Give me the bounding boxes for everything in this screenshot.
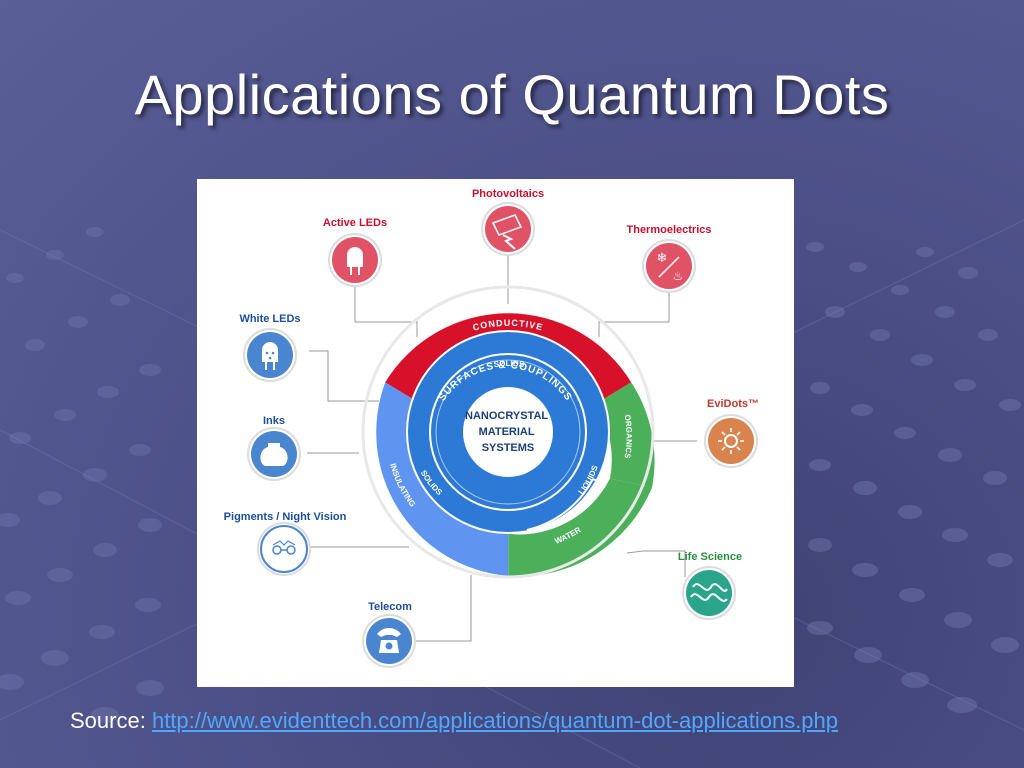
conductive-label: CONDUCTIVE xyxy=(472,318,544,333)
telephone-icon xyxy=(366,618,412,664)
source-prefix: Source: xyxy=(70,708,146,733)
solids-top-label: SOLIDS xyxy=(493,359,525,369)
inks-label: Inks xyxy=(263,415,285,427)
life-science-label: Life Science xyxy=(678,551,742,563)
app-life-science: Life Science xyxy=(678,551,742,620)
app-inks: Inks xyxy=(247,415,301,481)
organics-label: ORGANICS xyxy=(622,414,633,460)
led-bulb-icon xyxy=(332,237,378,283)
app-active-leds: Active LEDs xyxy=(323,217,387,287)
pigments-label: Pigments / Night Vision xyxy=(224,511,347,523)
white-led-icon xyxy=(247,332,293,378)
svg-text:SOLIDS: SOLIDS xyxy=(493,359,525,369)
svg-text:♨: ♨ xyxy=(673,269,684,283)
svg-text:CONDUCTIVE: CONDUCTIVE xyxy=(472,318,545,333)
sun-icon xyxy=(708,418,754,464)
goggles-icon xyxy=(260,525,308,573)
telecom-label: Telecom xyxy=(368,601,412,613)
source-citation: Source: http://www.evidenttech.com/appli… xyxy=(70,708,838,734)
app-evidots: EviDots™ xyxy=(704,398,759,468)
photovoltaics-label: Photovoltaics xyxy=(472,188,544,200)
thermoelectrics-label: Thermoelectrics xyxy=(627,224,712,236)
outer-ring-water xyxy=(508,478,653,577)
quantum-dots-diagram: NANOCRYSTAL MATERIAL SYSTEMS SURFACES & … xyxy=(197,179,794,687)
center-line-1: NANOCRYSTAL xyxy=(465,410,548,422)
snow-fire-icon: ❄ ♨ xyxy=(646,243,692,289)
solar-panel-icon xyxy=(485,206,531,252)
svg-text:❄: ❄ xyxy=(657,251,668,266)
center-line-2: MATERIAL xyxy=(479,426,535,438)
svg-text:ORGANICS: ORGANICS xyxy=(622,414,633,460)
evidots-label: EviDots™ xyxy=(707,398,759,410)
app-pigments-night-vision: Pigments / Night Vision xyxy=(224,511,347,576)
ink-bottle-icon xyxy=(251,431,297,477)
center-circle xyxy=(463,387,553,477)
white-leds-label: White LEDs xyxy=(239,313,300,325)
slide-title: Applications of Quantum Dots xyxy=(134,63,890,126)
dna-wave-icon xyxy=(686,570,732,616)
center-line-3: SYSTEMS xyxy=(482,442,535,454)
outer-ring-organics xyxy=(595,382,655,488)
source-link[interactable]: http://www.evidenttech.com/applications/… xyxy=(151,708,839,733)
app-thermoelectrics: Thermoelectrics ❄ ♨ xyxy=(627,224,712,293)
app-telecom: Telecom xyxy=(362,601,416,668)
active-leds-label: Active LEDs xyxy=(323,217,387,229)
outer-ring-conductive xyxy=(385,313,632,405)
app-white-leds: White LEDs xyxy=(239,313,301,382)
svg-text:NANOCRYSTAL MATERIAL: NANOCRYSTAL MATERIAL SYSTEMS xyxy=(465,410,551,454)
app-photovoltaics: Photovoltaics xyxy=(472,188,544,256)
